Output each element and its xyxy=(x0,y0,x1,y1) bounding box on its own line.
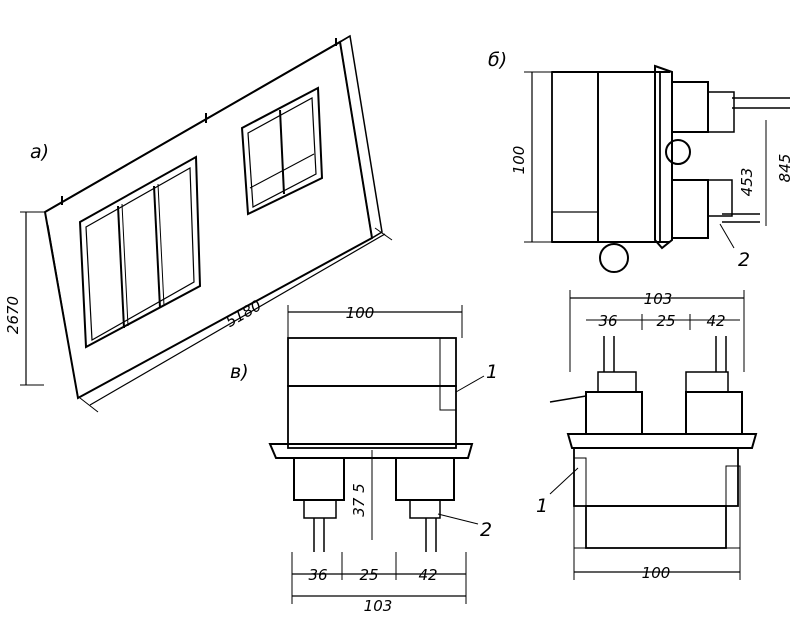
large-window xyxy=(78,155,202,349)
length-dimension-line xyxy=(79,227,393,413)
dimension-845-label: 845 xyxy=(776,154,794,183)
bottom-dim-1: 25 xyxy=(359,566,378,584)
callout-1-leader-g xyxy=(549,467,579,495)
bottom-dimension-line xyxy=(573,548,741,580)
vertical-dimension-label: 37 5 xyxy=(350,483,368,516)
panel-label-a: a) xyxy=(30,141,49,163)
total-dimension-label: 103 xyxy=(364,597,393,615)
small-window xyxy=(240,86,324,216)
panel-outline xyxy=(43,34,383,400)
callout-2-label-v: 2 xyxy=(480,519,492,541)
left-frame-profile xyxy=(293,457,345,552)
top-dimension-line xyxy=(287,305,463,338)
right-frame-profile xyxy=(395,457,455,552)
top-total-dimension-line xyxy=(569,290,745,372)
top-dim-0: 36 xyxy=(598,312,617,330)
top-dim-1: 25 xyxy=(656,312,675,330)
thickness-dimension-line xyxy=(524,71,552,243)
top-total-dimension-label: 103 xyxy=(644,290,673,308)
figure-b-section: 100 453 845 2 б) xyxy=(488,49,794,273)
callout-2-label-b: 2 xyxy=(738,249,750,271)
top-dimension-label: 100 xyxy=(346,304,375,322)
seal-circle-lower xyxy=(599,243,629,273)
figure-a-wall-panel: 2670 5180 a) xyxy=(4,34,393,413)
bottom-dim-2: 42 xyxy=(418,566,437,584)
length-dimension-label: 5180 xyxy=(222,296,264,331)
bottom-dimension-lines xyxy=(291,552,467,604)
figure-g-section: 103 36 25 42 1 100 xyxy=(536,290,758,582)
right-upper-profile xyxy=(685,336,743,435)
bottom-dimension-label: 100 xyxy=(642,564,671,582)
height-dimension-label: 2670 xyxy=(4,296,22,334)
callout-1-label-v: 1 xyxy=(486,361,498,383)
height-dimension-line xyxy=(20,211,44,386)
left-upper-profile xyxy=(585,336,643,435)
lower-frame-profile xyxy=(671,179,760,239)
callout-2-leader xyxy=(719,223,735,249)
top-dim-2: 42 xyxy=(706,312,725,330)
figure-v-section: 100 37 5 1 2 36 xyxy=(230,304,498,615)
panel-label-v: в) xyxy=(230,361,249,383)
bottom-dim-0: 36 xyxy=(308,566,327,584)
seal-circle-upper xyxy=(665,139,691,165)
panel-label-b: б) xyxy=(488,49,507,71)
callout-1-label-g: 1 xyxy=(536,495,548,517)
thickness-dimension-label: 100 xyxy=(510,146,528,175)
dimension-453-label: 453 xyxy=(738,168,756,197)
callout-1-leader xyxy=(455,375,485,393)
upper-frame-profile xyxy=(671,81,790,133)
callout-2-leader-v xyxy=(437,513,479,525)
